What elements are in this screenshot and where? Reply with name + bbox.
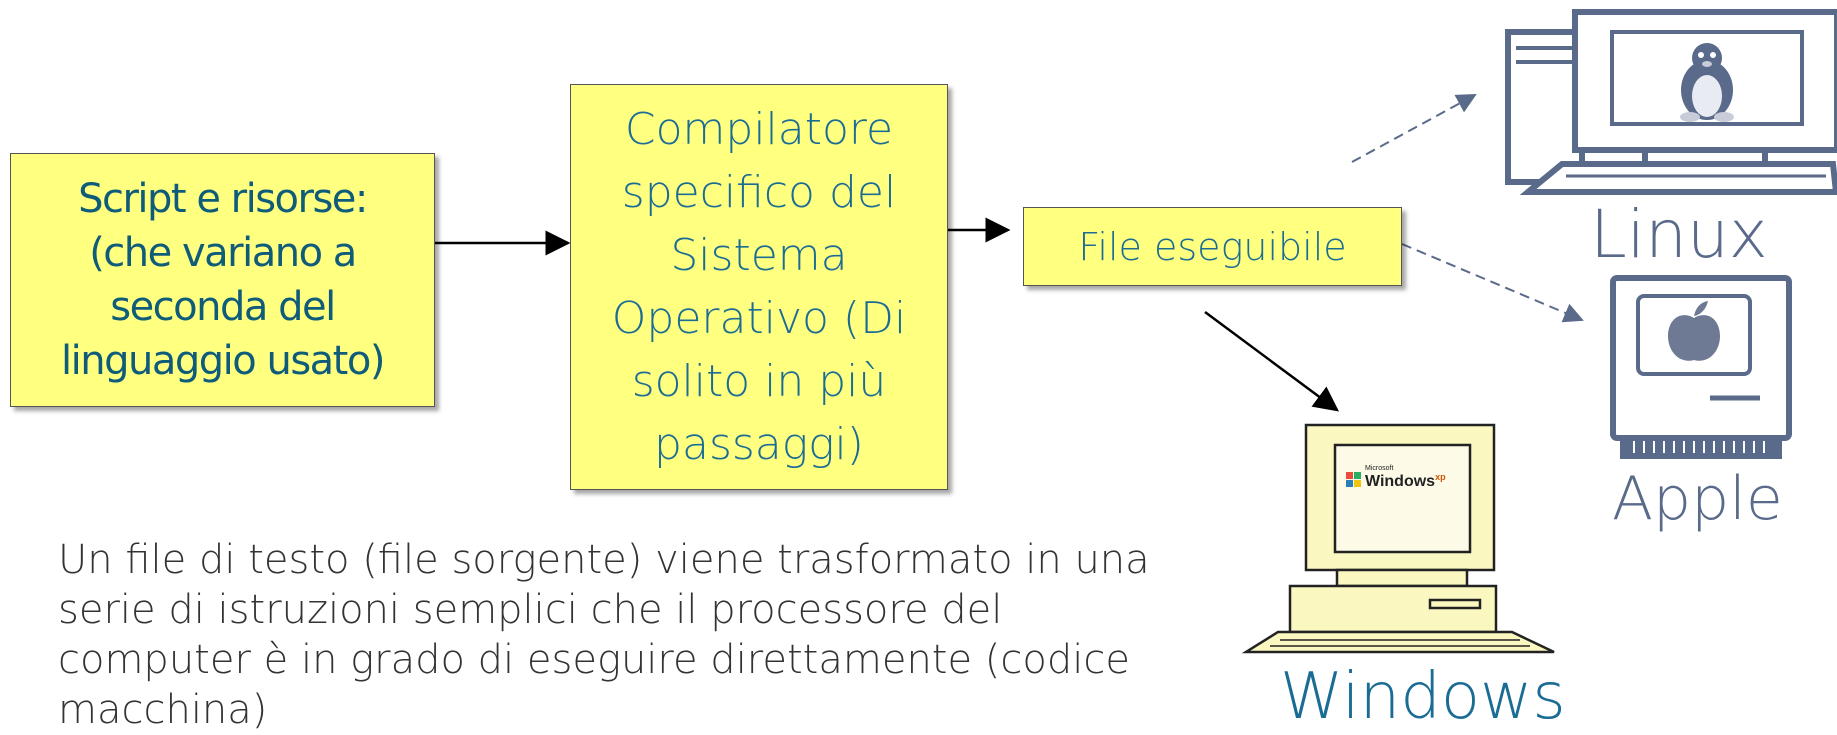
- apple-label: Apple: [1612, 464, 1783, 534]
- compiler-box-line-4: Operativo (Di: [611, 293, 907, 344]
- apple-comb-icon: [1633, 441, 1765, 453]
- script-box-line-4: linguaggio usato): [61, 338, 385, 384]
- arrow-file-to-windows: [1204, 310, 1340, 412]
- windows-screen-sup: xp: [1435, 472, 1446, 482]
- script-box-line-2: (che variano a: [89, 230, 357, 276]
- arrow-to-linux: [1351, 94, 1477, 163]
- compiler-box: Compilatore specifico del Sistema Operat…: [570, 84, 948, 490]
- linux-computer-icon: [1505, 9, 1837, 195]
- windows-computer-icon: [1241, 423, 1555, 654]
- executable-file-label: File eseguibile: [1078, 224, 1347, 269]
- penguin-icon: [1680, 43, 1734, 122]
- script-box-line-1: Script e risorse:: [78, 176, 368, 222]
- apple-logo-icon: [1668, 301, 1720, 361]
- executable-file-box: File eseguibile: [1023, 207, 1402, 286]
- script-resources-box: Script e risorse: (che variano a seconda…: [10, 153, 435, 407]
- arrow-to-apple: [1401, 243, 1584, 323]
- compiler-box-line-3: Sistema: [670, 230, 848, 281]
- compiler-box-line-2: specifico del: [621, 167, 897, 218]
- script-box-line-3: seconda del: [110, 284, 336, 330]
- compiler-box-line-1: Compilatore: [624, 104, 894, 155]
- windows-flag-icon: [1346, 472, 1361, 487]
- windows-screen-label: Windowsxp: [1365, 472, 1446, 490]
- windows-screen-small: Microsoft: [1365, 465, 1393, 472]
- compiler-box-line-6: passaggi): [654, 419, 864, 470]
- linux-label: Linux: [1590, 196, 1768, 273]
- compiler-box-line-5: solito in più: [631, 356, 887, 407]
- windows-label: Windows: [1280, 660, 1566, 734]
- description-text: Un file di testo (file sorgente) viene t…: [58, 537, 1150, 733]
